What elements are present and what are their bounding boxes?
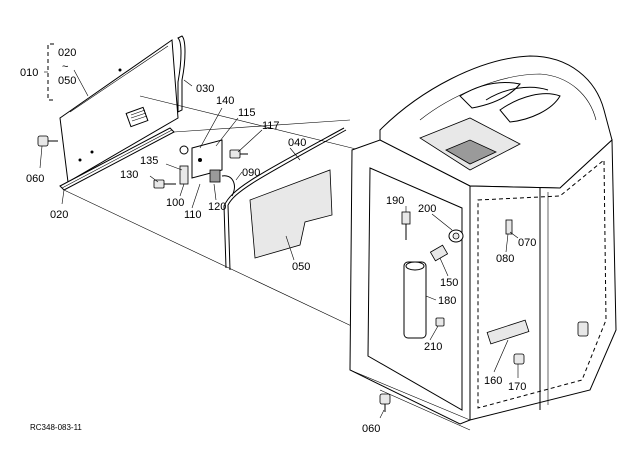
callout-140: 140 bbox=[216, 95, 234, 107]
group-bracket bbox=[47, 43, 54, 101]
callout-070: 070 bbox=[518, 237, 536, 249]
callout-110: 110 bbox=[184, 209, 202, 221]
callout-200: 200 bbox=[418, 203, 436, 215]
callout-210: 210 bbox=[424, 341, 442, 353]
callout-117: 117 bbox=[262, 120, 280, 132]
bolt-170 bbox=[513, 353, 525, 365]
callout-115: 115 bbox=[238, 107, 256, 119]
glass-040 bbox=[223, 127, 347, 271]
callout-040: 040 bbox=[288, 137, 306, 149]
callout-190: 190 bbox=[386, 195, 404, 207]
reservoir-180 bbox=[403, 261, 427, 339]
group-label-end: 050 bbox=[58, 75, 76, 87]
cap-200 bbox=[448, 229, 464, 243]
callout-180: 180 bbox=[438, 295, 456, 307]
callout-090: 090 bbox=[242, 167, 260, 179]
connector-150 bbox=[429, 244, 449, 262]
callout-135: 135 bbox=[140, 155, 158, 167]
group-label-sep: ~ bbox=[62, 61, 68, 73]
callout-080: 080 bbox=[496, 253, 514, 265]
callout-060-bottom: 060 bbox=[362, 423, 380, 435]
callout-150: 150 bbox=[440, 277, 458, 289]
group-root-label: 010 bbox=[20, 67, 38, 79]
callout-120: 120 bbox=[208, 201, 226, 213]
clip-070-080 bbox=[505, 219, 513, 235]
switch-100-110-120 bbox=[179, 165, 235, 197]
callout-030: 030 bbox=[196, 83, 214, 95]
callout-050: 050 bbox=[292, 261, 310, 273]
bolt-130 bbox=[153, 179, 176, 189]
bolt-117 bbox=[229, 149, 248, 159]
bracket-140-115 bbox=[179, 139, 223, 179]
callout-170: 170 bbox=[508, 381, 526, 393]
rear-panel bbox=[59, 39, 179, 183]
leader-lines bbox=[39, 69, 519, 419]
panel-050 bbox=[249, 169, 333, 259]
vent-grille bbox=[125, 106, 149, 128]
bolt-060-bottom bbox=[379, 393, 391, 412]
cab-frame bbox=[349, 55, 617, 425]
bolt-210 bbox=[435, 317, 445, 327]
callout-020: 020 bbox=[50, 209, 68, 221]
callout-060-left: 060 bbox=[26, 173, 44, 185]
drawing-code: RC348-083-11 bbox=[30, 423, 82, 432]
callout-160: 160 bbox=[484, 375, 502, 387]
group-label-start: 020 bbox=[58, 47, 76, 59]
callout-130: 130 bbox=[120, 169, 138, 181]
seal-strip-030 bbox=[177, 35, 186, 113]
callout-100: 100 bbox=[166, 197, 184, 209]
bolt-060-left bbox=[37, 135, 58, 147]
